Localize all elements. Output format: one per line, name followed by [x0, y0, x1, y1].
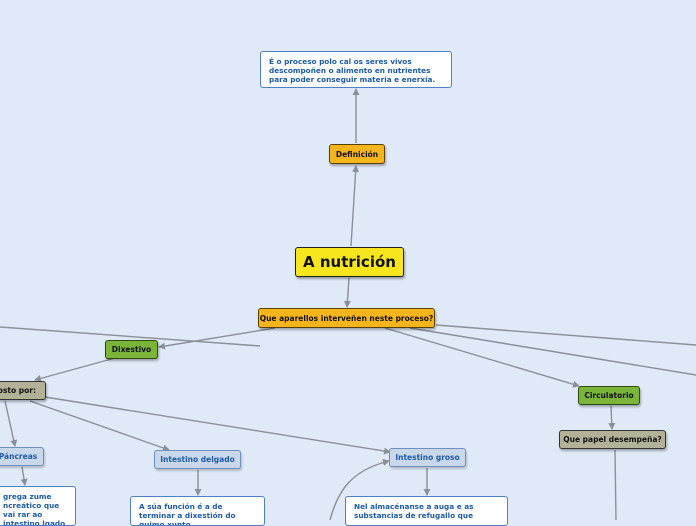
intestino-groso-text: Nel almacénanse a auga e as substancias …	[354, 502, 474, 520]
link-aparellos-offscreen-right-2	[409, 327, 696, 376]
intestino-groso-node[interactable]: Intestino groso	[389, 448, 466, 467]
link-composto-to-delgado	[29, 400, 170, 452]
composto-label: posto por:	[0, 386, 36, 395]
papel-label: Que papel desempeña?	[563, 435, 662, 444]
circulatorio-node[interactable]: Circulatorio	[578, 386, 640, 405]
root-node[interactable]: A nutrición	[295, 247, 404, 277]
link-curve-to-groso	[329, 459, 390, 520]
link-pancreas-to-text	[20, 466, 28, 486]
link-papel-offscreen-down	[614, 449, 617, 520]
intestino-delgado-label: Intestino delgado	[160, 455, 235, 464]
intestino-groso-label: Intestino groso	[395, 453, 460, 462]
pancreas-text: grega zume ncreático que vai rar ao inte…	[3, 492, 66, 526]
definicion-text-box[interactable]: É o proceso polo cal os seres vivos desc…	[260, 51, 452, 88]
link-aparellos-to-dixestivo	[158, 327, 276, 350]
dixestivo-node[interactable]: Dixestivo	[105, 340, 158, 359]
pancreas-label: Páncreas	[0, 452, 38, 461]
definicion-node[interactable]: Definición	[329, 144, 385, 164]
link-root-to-aparellos	[343, 277, 351, 308]
definicion-label: Definición	[335, 149, 379, 159]
link-aparellos-offscreen-right-1	[435, 324, 696, 346]
intestino-delgado-node[interactable]: Intestino delgado	[154, 450, 241, 469]
link-root-to-definicion	[350, 165, 360, 247]
intestino-groso-text-box[interactable]: Nel almacénanse a auga e as substancias …	[345, 496, 508, 526]
link-composto-to-pancreas	[4, 400, 18, 447]
definicion-text: É o proceso polo cal os seres vivos desc…	[269, 57, 436, 84]
composto-node[interactable]: posto por:	[0, 381, 46, 400]
link-composto-to-groso	[44, 396, 391, 455]
aparellos-node[interactable]: Que aparellos interveñen neste proceso?	[258, 308, 435, 328]
root-label: A nutrición	[303, 253, 396, 271]
pancreas-text-box[interactable]: grega zume ncreático que vai rar ao inte…	[0, 486, 76, 526]
link-aparellos-to-circulatorio	[384, 327, 580, 388]
intestino-delgado-text-box[interactable]: A súa función é a de terminar a dixestió…	[130, 496, 265, 526]
pancreas-node[interactable]: Páncreas	[0, 447, 44, 466]
dixestivo-label: Dixestivo	[111, 345, 152, 354]
link-aparellos-offscreen-left	[0, 326, 261, 347]
papel-node[interactable]: Que papel desempeña?	[559, 430, 666, 449]
aparellos-label: Que aparellos interveñen neste proceso?	[259, 313, 434, 323]
circulatorio-label: Circulatorio	[584, 391, 634, 400]
link-dixestivo-to-composto	[34, 357, 116, 382]
link-circulatorio-to-papel	[608, 405, 616, 430]
intestino-delgado-text: A súa función é a de terminar a dixestió…	[139, 502, 236, 526]
